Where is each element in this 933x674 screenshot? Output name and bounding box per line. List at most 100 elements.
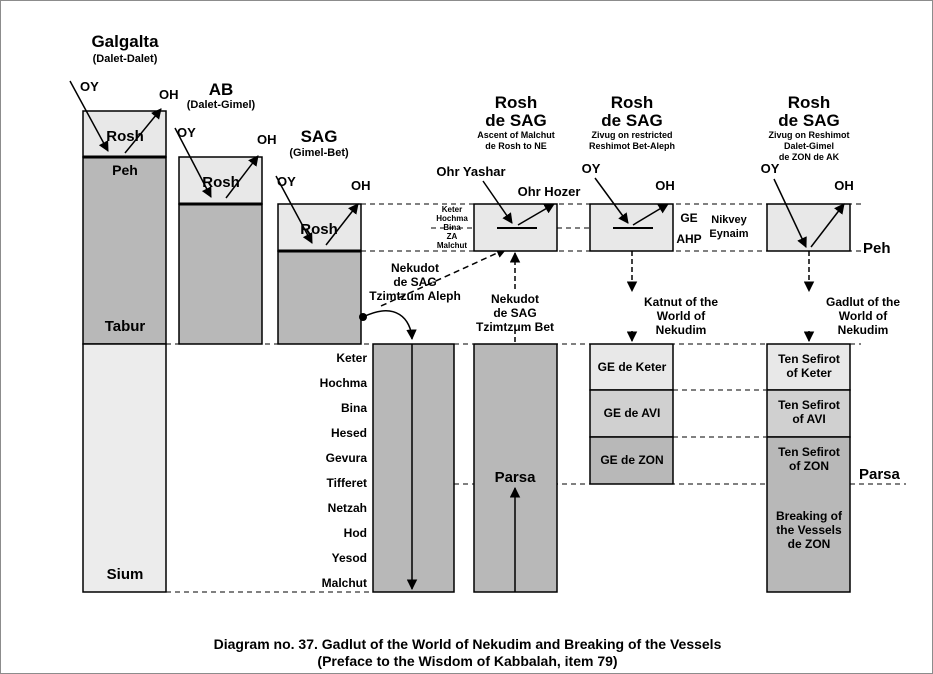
rosh2-oy-label: OY (582, 161, 601, 176)
rosh2-nikvey-line1: Nikvey (711, 214, 747, 226)
rosh1-ohr-hozer-label: Ohr Hozer (518, 184, 581, 199)
katnut-line1: Katnut of the (644, 295, 718, 309)
ten-sefirot-keter-box (766, 343, 851, 391)
ab-rosh-label: Rosh (202, 174, 240, 191)
rosh1-level-malchut: Malchut (437, 241, 468, 250)
peh-right-label: Peh (863, 240, 891, 257)
nekudot-aleph-curve-arrow (362, 310, 417, 341)
sag-title: SAG (301, 127, 338, 146)
ten-sefirot-avi-line1: Ten Sefirot (778, 398, 840, 412)
galgalta-subtitle: (Dalet-Dalet) (93, 53, 158, 65)
rosh1-sub2: de Rosh to NE (485, 141, 547, 151)
sag-oh-label: OH (351, 178, 371, 193)
caption-line-1: Diagram no. 37. Gadlut of the World of N… (213, 636, 722, 652)
ge-keter-box (589, 343, 674, 391)
nekudot-aleph-dot (359, 313, 367, 321)
sefira-gevura: Gevura (326, 451, 368, 465)
galgalta-lower-box (82, 343, 167, 593)
rosh3-sub1: Zivug on Reshimot (769, 130, 850, 140)
nekudot-bet-box (473, 343, 558, 593)
ab-column: AB (Dalet-Gimel) OY OH Rosh (174, 80, 277, 345)
galgalta-rosh-label: Rosh (106, 128, 144, 145)
sag-rosh-box (277, 203, 362, 252)
rosh1-ohr-yashar-arrow (482, 180, 513, 224)
rosh3-oh-label: OH (834, 178, 854, 193)
parsa-inner-label: Parsa (495, 469, 537, 486)
ten-sefirot-zon-line2: of ZON (789, 459, 829, 473)
galgalta-peh-label: Peh (112, 162, 138, 178)
ge-boxes: GE de Keter GE de AVI GE de ZON (589, 343, 674, 485)
ten-sefirot-zon-line1: Ten Sefirot (778, 445, 840, 459)
gadlut-line1: Gadlut of the (826, 295, 900, 309)
nekudot-aleph-line2: de SAG (393, 275, 436, 289)
rosh3-oy-arrow (773, 178, 807, 248)
galgalta-oh-label: OH (159, 87, 179, 102)
rosh-de-sag-dalet-gimel: Rosh de SAG Zivug on Reshimot Dalet-Gime… (761, 93, 900, 343)
nekudot-bet-line2: de SAG (493, 306, 536, 320)
nekudot-bet-line1: Nekudot (491, 292, 539, 306)
galgalta-body-box (82, 156, 167, 345)
rosh-de-sag-restricted: Rosh de SAG Zivug on restricted Reshimot… (582, 93, 749, 343)
nekudot-bet-line3: Tzimtzum Bet (476, 320, 554, 334)
rosh2-title1: Rosh (611, 93, 654, 112)
nekudot-aleph-dashed-arrow (380, 248, 507, 307)
sag-subtitle: (Gimel-Bet) (289, 147, 349, 159)
galgalta-column: Galgalta (Dalet-Dalet) OY OH Rosh Peh Ta… (69, 32, 179, 593)
ab-oy-arrow (174, 127, 212, 198)
galgalta-sium-label: Sium (107, 566, 144, 583)
parsa-right-label: Parsa (859, 466, 901, 483)
sefira-hochma: Hochma (320, 376, 368, 390)
nekudot-aleph-line3: Tzimtzum Aleph (369, 289, 461, 303)
sag-rosh-label: Rosh (300, 221, 338, 238)
rosh1-level-bina: Bina (443, 223, 461, 232)
rosh1-level-za: ZA (447, 232, 458, 241)
rosh1-level-hochma: Hochma (436, 214, 468, 223)
nekudot-aleph-line1: Nekudot (391, 261, 439, 275)
sefira-keter: Keter (336, 351, 367, 365)
rosh2-oh-arrow (632, 203, 669, 226)
ab-oy-label: OY (177, 125, 196, 140)
rosh2-ge-label: GE (680, 211, 697, 225)
rosh2-sub1: Zivug on restricted (591, 130, 672, 140)
ge-zon-box (589, 436, 674, 485)
galgalta-title: Galgalta (91, 32, 159, 51)
rosh3-sub2: Dalet-Gimel (784, 141, 834, 151)
galgalta-tabur-label: Tabur (105, 318, 146, 335)
sefira-hesed: Hesed (331, 426, 367, 440)
ten-sefirot-keter-line1: Ten Sefirot (778, 352, 840, 366)
rosh-de-sag-ascent: Rosh de SAG Ascent of Malchut de Rosh to… (436, 93, 581, 252)
ab-subtitle: (Dalet-Gimel) (187, 99, 256, 111)
galgalta-oy-label: OY (80, 79, 99, 94)
gadlut-line2: World of (839, 309, 888, 323)
ge-keter-label: GE de Keter (598, 360, 667, 374)
ten-sefirot-boxes: Ten Sefirot of Keter Ten Sefirot of AVI … (766, 343, 901, 593)
breaking-line2: the Vessels (776, 523, 842, 537)
rosh3-sub3: de ZON de AK (779, 152, 840, 162)
rosh1-level-keter: Keter (442, 205, 462, 214)
sefira-hod: Hod (344, 526, 367, 540)
ab-oh-arrow (225, 155, 259, 199)
ten-sefirot-keter-line2: of Keter (786, 366, 832, 380)
sag-body-box (277, 250, 362, 345)
sag-oh-arrow (325, 203, 359, 246)
ten-sefirot-avi-line2: of AVI (792, 412, 825, 426)
rosh3-box (766, 203, 851, 252)
rosh2-oy-arrow (594, 177, 629, 224)
ab-oh-label: OH (257, 132, 277, 147)
ge-avi-label: GE de AVI (604, 406, 661, 420)
gadlut-line3: Nekudim (838, 323, 889, 337)
katnut-line2: World of (657, 309, 706, 323)
rosh3-oy-label: OY (761, 161, 780, 176)
sefira-netzah: Netzah (328, 501, 367, 515)
sefira-yesod: Yesod (332, 551, 367, 565)
rosh1-title1: Rosh (495, 93, 538, 112)
breaking-line1: Breaking of (776, 509, 843, 523)
galgalta-oy-arrow (69, 80, 109, 152)
sefira-tifferet: Tifferet (327, 476, 367, 490)
sefira-malchut: Malchut (322, 576, 367, 590)
sefira-bina: Bina (341, 401, 367, 415)
rosh2-oh-label: OH (655, 178, 675, 193)
rosh2-ahp-label: AHP (676, 232, 701, 246)
sag-oy-arrow (275, 175, 313, 244)
